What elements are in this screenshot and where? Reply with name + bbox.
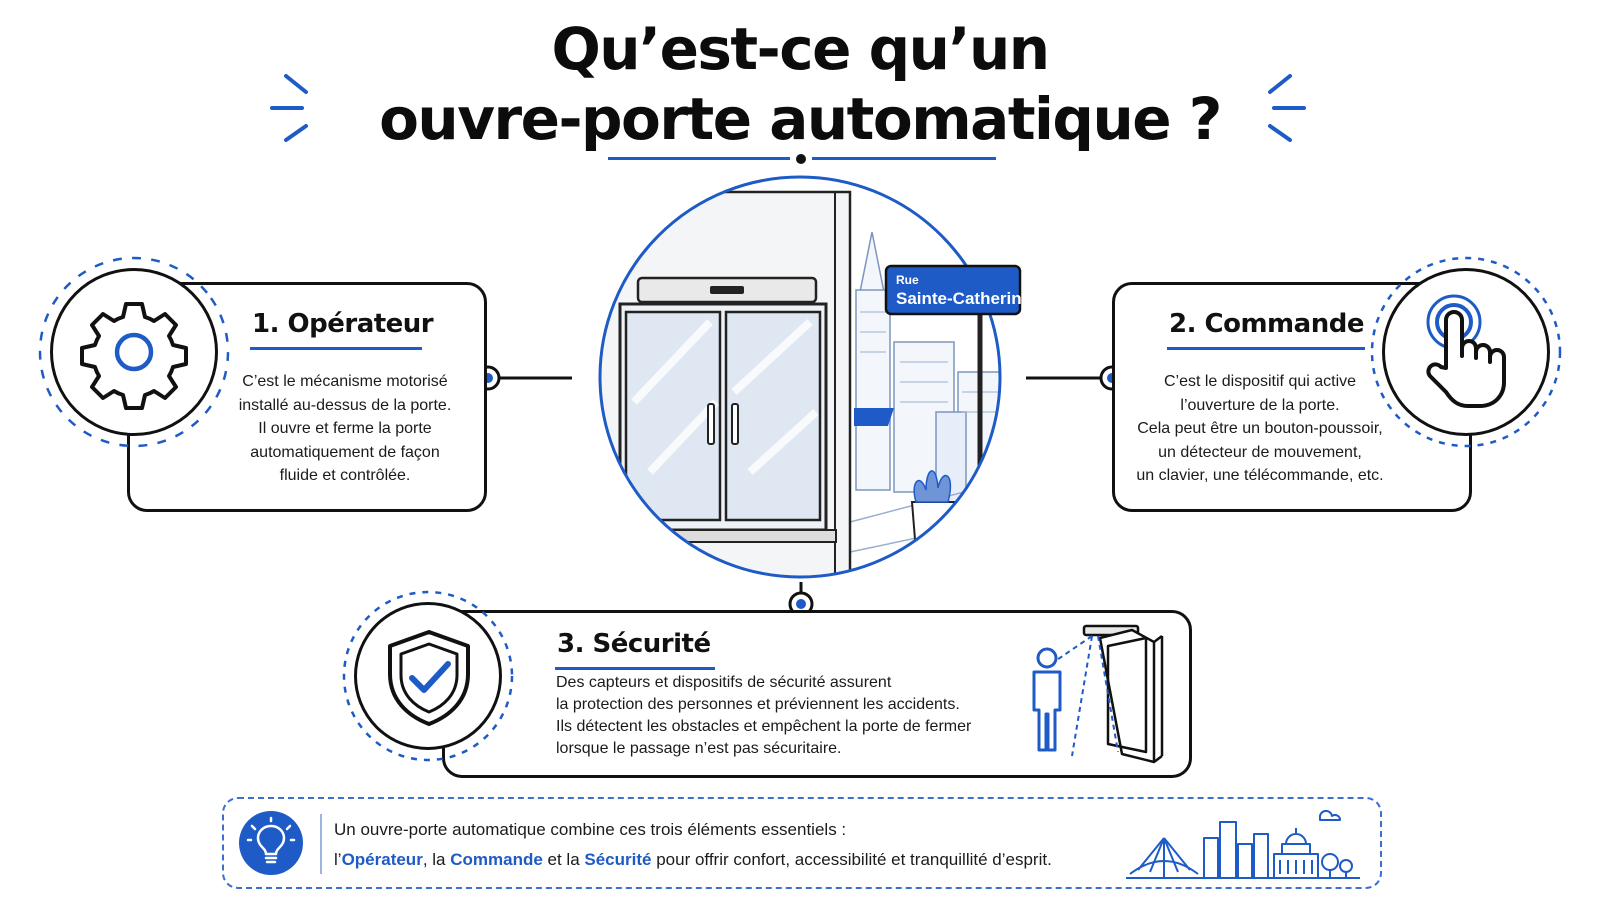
shield-check-icon bbox=[388, 630, 470, 726]
title-line-1: Qu’est-ce qu’un bbox=[551, 15, 1050, 83]
summary-prefix: l’ bbox=[334, 850, 342, 869]
summary-line-1: Un ouvre-porte automatique combine ces t… bbox=[334, 820, 847, 839]
summary-suffix: pour offrir confort, accessibilité et tr… bbox=[651, 850, 1052, 869]
automatic-door-illustration: Rue Sainte-Catherine bbox=[598, 175, 1031, 579]
card-commande-line: l’ouverture de la porte. bbox=[1180, 396, 1340, 414]
card-securite-text: Des capteurs et dispositifs de sécurité … bbox=[556, 672, 1026, 760]
card-operateur-title-underline bbox=[250, 347, 422, 350]
card-commande-line: un clavier, une télécommande, etc. bbox=[1136, 467, 1384, 484]
card-securite: 3. Sécurité Des capteurs et dispositifs … bbox=[442, 610, 1192, 778]
card-securite-line: lorsque le passage n’est pas sécuritaire… bbox=[556, 740, 842, 757]
card-commande-line: C’est le dispositif qui active bbox=[1163, 373, 1357, 390]
card-operateur-line: automatiquement de façon bbox=[250, 443, 440, 461]
gear-icon bbox=[80, 302, 188, 410]
icon-circle-operateur bbox=[50, 268, 218, 436]
summary-term-securite: Sécurité bbox=[584, 850, 652, 869]
summary-sep-2: et la bbox=[542, 850, 585, 869]
summary-sep-1: , la bbox=[422, 850, 451, 869]
city-skyline-icon bbox=[1126, 809, 1360, 879]
card-operateur-title: 1. Opérateur bbox=[252, 309, 434, 339]
card-commande-text: C’est le dispositif qui active l’ouvertu… bbox=[1115, 370, 1405, 488]
summary-term-operateur: Opérateur bbox=[341, 850, 423, 869]
icon-ring-commande bbox=[1370, 256, 1562, 448]
card-operateur-line: C’est le mécanisme motorisé bbox=[242, 373, 448, 390]
title-burst-right-icon bbox=[1268, 74, 1306, 142]
icon-ring-securite bbox=[342, 590, 514, 762]
title-line-2: ouvre-porte automatique ? bbox=[379, 85, 1222, 153]
card-securite-line: Des capteurs et dispositifs de sécurité … bbox=[556, 674, 892, 691]
title-underline-dot bbox=[796, 154, 806, 164]
summary-term-commande: Commande bbox=[450, 850, 543, 869]
icon-ring-operateur bbox=[38, 256, 230, 448]
summary-box bbox=[222, 797, 1382, 889]
card-commande-line: un détecteur de mouvement, bbox=[1158, 443, 1362, 461]
card-commande-title-underline bbox=[1167, 347, 1365, 350]
hand-pointer-icon bbox=[1426, 294, 1506, 408]
title-burst-left-icon bbox=[270, 74, 308, 142]
street-sign-line-1: Rue bbox=[896, 273, 919, 287]
street-sign: Rue Sainte-Catherine bbox=[884, 264, 1031, 316]
title-underline-right bbox=[812, 157, 996, 160]
lightbulb-icon bbox=[239, 811, 303, 875]
card-securite-line: Ils détectent les obstacles et empêchent… bbox=[556, 718, 972, 735]
street-sign-line-2: Sainte-Catherine bbox=[896, 289, 1031, 308]
card-operateur-line: Il ouvre et ferme la porte bbox=[258, 420, 432, 437]
card-commande-line: Cela peut être un bouton-poussoir, bbox=[1137, 420, 1383, 437]
summary-divider bbox=[320, 814, 322, 874]
card-operateur-text: C’est le mécanisme motorisé installé au-… bbox=[210, 370, 480, 488]
card-commande-title: 2. Commande bbox=[1169, 309, 1364, 339]
card-operateur-line: fluide et contrôlée. bbox=[279, 467, 411, 484]
page-title: Qu’est-ce qu’un ouvre-porte automatique … bbox=[0, 14, 1600, 154]
card-operateur-line: installé au-dessus de la porte. bbox=[238, 396, 452, 414]
summary-line-2: l’Opérateur, la Commande et la Sécurité … bbox=[334, 850, 1052, 870]
card-securite-line: la protection des personnes et prévienne… bbox=[556, 696, 960, 713]
title-underline-left bbox=[608, 157, 790, 160]
connector-node-bottom bbox=[788, 591, 814, 617]
card-securite-title-underline bbox=[555, 667, 715, 670]
card-securite-title: 3. Sécurité bbox=[557, 629, 711, 659]
sensor-person-door-illustration bbox=[1032, 624, 1164, 764]
